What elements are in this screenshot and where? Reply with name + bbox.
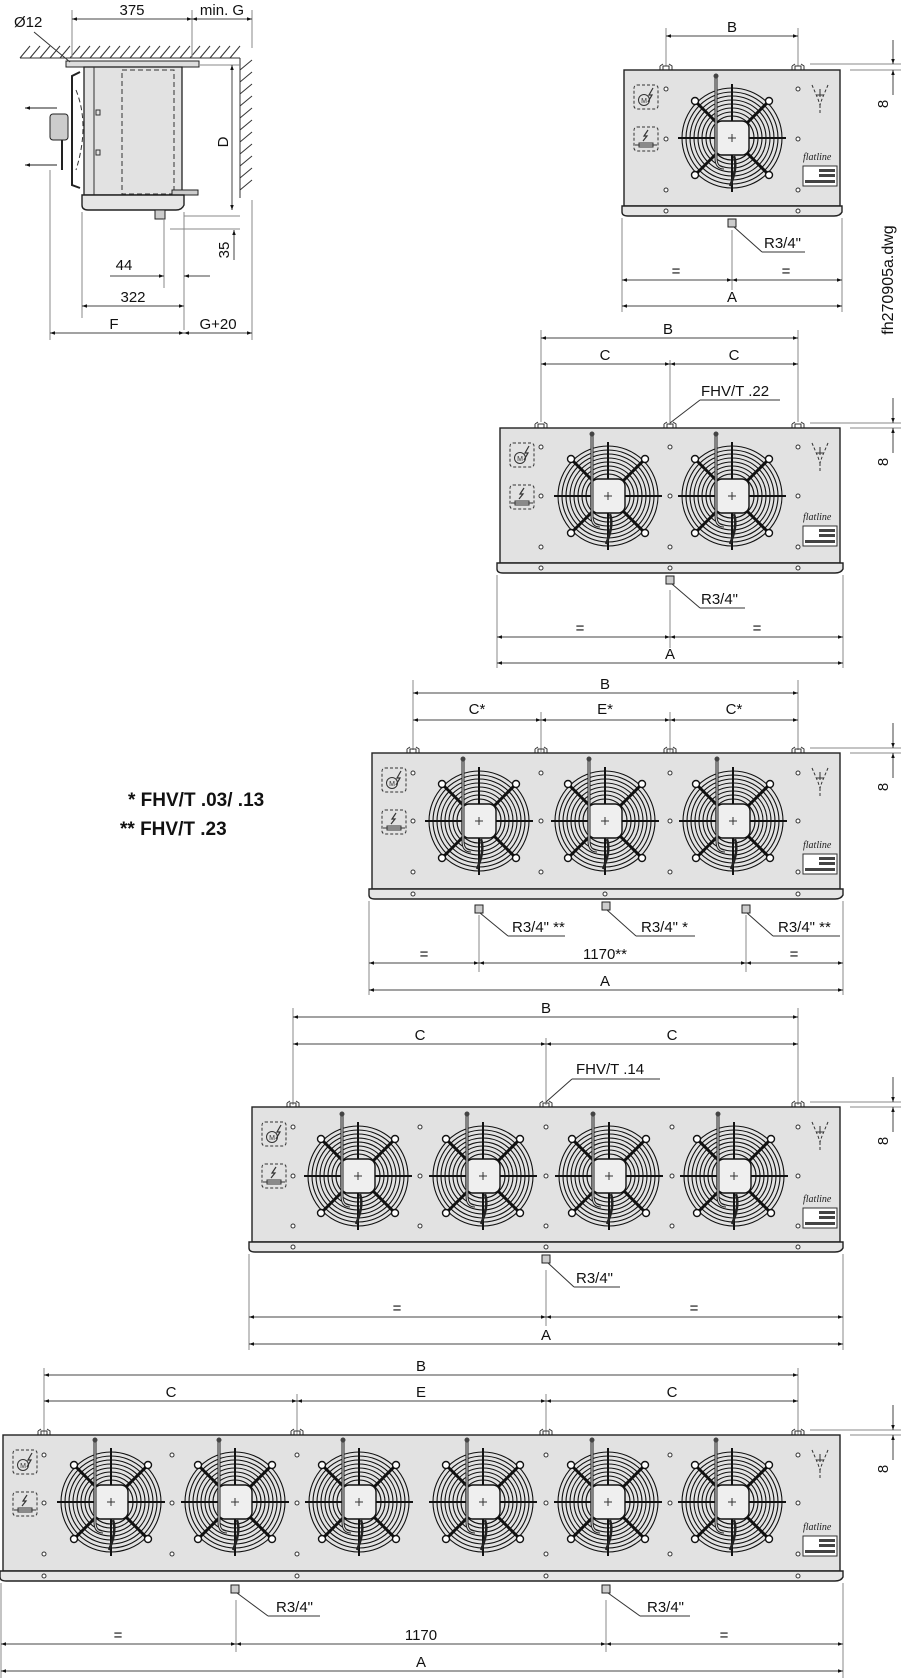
- dim-eq-left: =: [393, 1300, 402, 1317]
- drain-label: R3/4": [764, 235, 801, 252]
- dim-eq-right: =: [790, 946, 799, 963]
- dim-a: A: [727, 289, 737, 306]
- unit-1-fan-view: B R3/4" = = A 8: [621, 19, 901, 312]
- dim-c-left: C: [415, 1027, 426, 1044]
- drain-label: R3/4": [701, 591, 738, 608]
- unit-3-fan-view: B C* E* C* R3/4" ** R3/4" * R3/4" **: [368, 676, 901, 995]
- drawing-file-label: fh270905a.dwg: [880, 225, 897, 334]
- dim-eq-left: =: [420, 946, 429, 963]
- dim-c-right: C: [667, 1027, 678, 1044]
- dim-pipe-dia: Ø12: [14, 14, 42, 31]
- dim-eq-left: =: [114, 1627, 123, 1644]
- dim-c-right: C: [667, 1384, 678, 1401]
- unit-2-fan-view: B C C FHV/T .22 R3/4" = = A: [496, 321, 901, 668]
- dim-d: D: [215, 136, 232, 147]
- dim-375: 375: [119, 2, 144, 19]
- model-callout: FHV/T .22: [701, 383, 769, 400]
- dim-a: A: [600, 973, 610, 990]
- side-view: 375 min. G Ø12 D 35 44 322 F G+20: [14, 2, 253, 340]
- dim-eq-left: =: [672, 263, 681, 280]
- dim-44: 44: [116, 257, 133, 274]
- dim-8: 8: [875, 1137, 892, 1145]
- dim-eq-right: =: [690, 1300, 699, 1317]
- dim-c-left: C*: [469, 701, 486, 718]
- dim-a: A: [416, 1654, 426, 1671]
- dim-8: 8: [875, 458, 892, 466]
- dim-1170: 1170: [405, 1627, 437, 1644]
- dim-35: 35: [216, 242, 233, 259]
- dim-f: F: [109, 316, 118, 333]
- drain-label-right: R3/4" **: [778, 919, 831, 936]
- dim-c-left: C: [600, 347, 611, 364]
- dim-eq-left: =: [576, 620, 585, 637]
- dim-c-left: C: [166, 1384, 177, 1401]
- dim-e: E: [416, 1384, 426, 1401]
- dim-eq-right: =: [753, 620, 762, 637]
- dim-b: B: [663, 321, 673, 338]
- unit-6-fan-view: B C E C R3/4" R3/4": [0, 1358, 901, 1678]
- dim-b: B: [727, 19, 737, 36]
- dim-a: A: [541, 1327, 551, 1344]
- dim-b: B: [600, 676, 610, 693]
- dim-8: 8: [875, 783, 892, 791]
- drain-label-right: R3/4": [647, 1599, 684, 1616]
- dim-322: 322: [120, 289, 145, 306]
- unit-4-fan-view: B C C FHV/T .14 R3/4" = = A: [248, 1000, 901, 1350]
- dim-8: 8: [875, 100, 892, 108]
- dim-8: 8: [875, 1465, 892, 1473]
- dim-eq-right: =: [720, 1627, 729, 1644]
- dim-eq-right: =: [782, 263, 791, 280]
- drain-label-left: R3/4": [276, 1599, 313, 1616]
- dim-min-g: min. G: [200, 2, 244, 19]
- dim-c-right: C: [729, 347, 740, 364]
- dim-b: B: [541, 1000, 551, 1017]
- note-double-star: ** FHV/T .23: [120, 819, 227, 840]
- drain-label: R3/4": [576, 1270, 613, 1287]
- dim-c-right: C*: [726, 701, 743, 718]
- dim-g-plus-20: G+20: [199, 316, 236, 333]
- dim-e: E*: [597, 701, 613, 718]
- drain-label-mid: R3/4" *: [641, 919, 688, 936]
- dim-b: B: [416, 1358, 426, 1375]
- dim-a: A: [665, 646, 675, 663]
- drain-label-left: R3/4" **: [512, 919, 565, 936]
- dim-1170: 1170**: [583, 946, 627, 963]
- model-callout: FHV/T .14: [576, 1061, 644, 1078]
- note-single-star: * FHV/T .03/ .13: [128, 790, 264, 811]
